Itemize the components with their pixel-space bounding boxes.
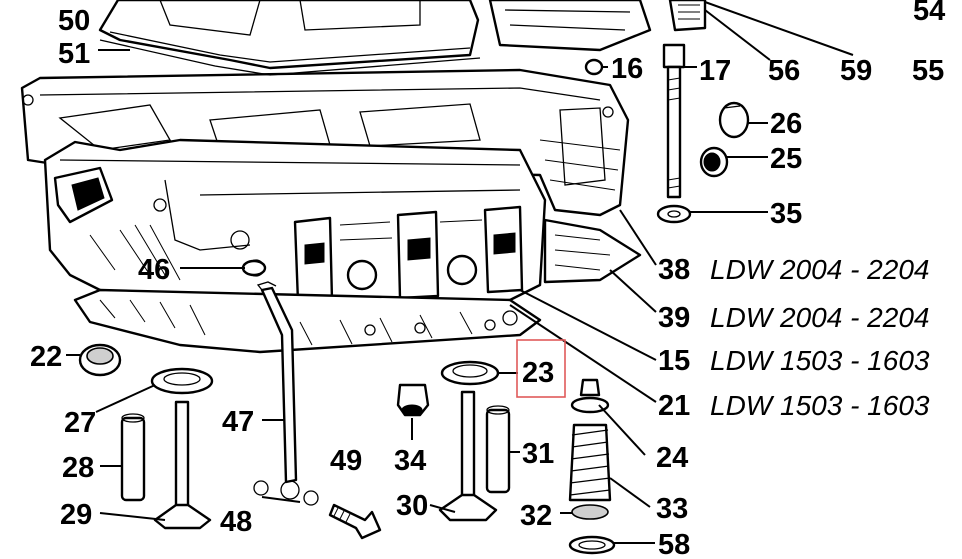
callout-16: 16 <box>611 53 643 85</box>
callout-labels: 50 51 16 17 56 59 54 55 26 25 35 38 LDW … <box>30 0 945 559</box>
model-label-21: LDW 1503 - 1603 <box>710 390 930 421</box>
plug-26-drawing <box>718 101 750 139</box>
callout-24: 24 <box>656 442 688 474</box>
seal-22-drawing <box>78 343 122 377</box>
ring-27-drawing <box>150 367 214 395</box>
callout-15: 15 <box>658 345 690 377</box>
callout-21: 21 <box>658 390 690 422</box>
callout-50: 50 <box>58 5 90 37</box>
valve-guide-31-drawing <box>485 405 511 494</box>
callout-22: 22 <box>30 341 62 373</box>
callout-48: 48 <box>220 506 252 538</box>
callout-59: 59 <box>840 55 872 87</box>
rocker-cover-drawing <box>98 0 707 76</box>
callout-49: 49 <box>330 445 362 477</box>
callout-34: 34 <box>394 445 426 477</box>
callout-26: 26 <box>770 108 802 140</box>
washer-46-drawing <box>241 259 267 277</box>
bolt-49-drawing <box>328 503 382 540</box>
callout-58: 58 <box>658 529 690 559</box>
callout-30: 30 <box>396 490 428 522</box>
stud-bolt-drawing <box>656 43 692 224</box>
callout-25: 25 <box>770 143 802 175</box>
head-gasket-drawing <box>73 288 542 354</box>
valve-spring-assembly-drawing <box>568 378 616 555</box>
model-label-15: LDW 1503 - 1603 <box>710 345 930 376</box>
callout-31: 31 <box>522 438 554 470</box>
callout-51: 51 <box>58 38 90 70</box>
stem-seal-34-drawing <box>396 383 430 417</box>
callout-35: 35 <box>770 198 802 230</box>
plug-25-drawing <box>699 146 729 178</box>
callout-54: 54 <box>913 0 945 27</box>
callout-23: 23 <box>522 357 554 389</box>
valve-guide-28-drawing <box>120 413 146 502</box>
callout-27: 27 <box>64 407 96 439</box>
cover-plate-drawing <box>543 218 642 284</box>
bolt-16-drawing <box>584 58 604 76</box>
callout-29: 29 <box>60 499 92 531</box>
callout-56: 56 <box>768 55 800 87</box>
leader-lines <box>66 1 854 544</box>
cylinder-head-drawing <box>43 138 547 322</box>
model-label-38: LDW 2004 - 2204 <box>710 254 929 285</box>
callout-32: 32 <box>520 500 552 532</box>
valve-30-drawing <box>438 390 498 522</box>
callout-28: 28 <box>62 452 94 484</box>
callout-39: 39 <box>658 302 690 334</box>
ring-23-drawing <box>440 360 500 386</box>
callout-17: 17 <box>699 55 731 87</box>
callout-47: 47 <box>222 406 254 438</box>
callout-46: 46 <box>138 254 170 286</box>
callout-38: 38 <box>658 254 690 286</box>
callout-33: 33 <box>656 493 688 525</box>
oil-pipe-drawing <box>253 281 319 506</box>
highlight-box-23 <box>516 339 566 398</box>
valve-29-drawing <box>153 400 212 530</box>
model-label-39: LDW 2004 - 2204 <box>710 302 929 333</box>
callout-55: 55 <box>912 55 944 87</box>
